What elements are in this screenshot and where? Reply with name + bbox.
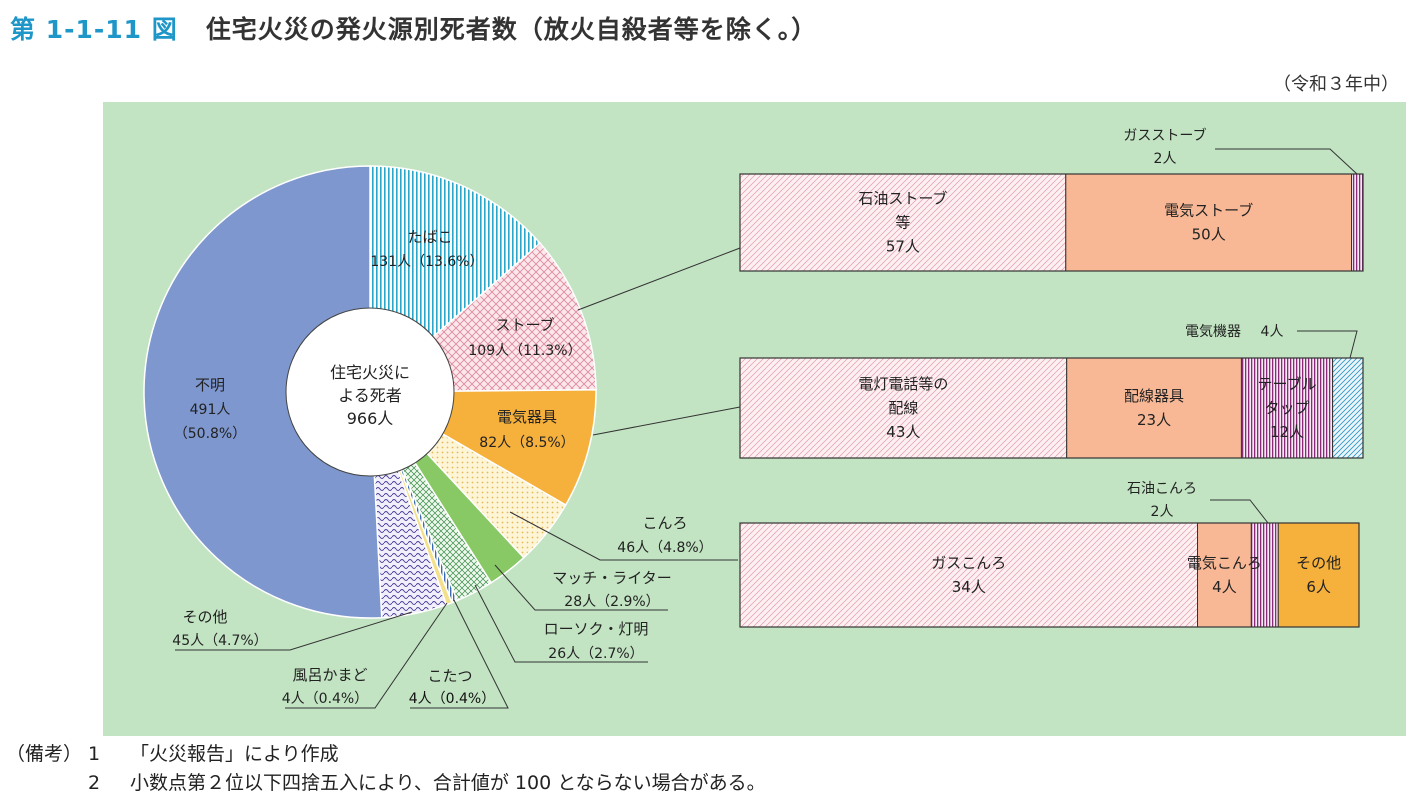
leader-small-segment — [1297, 330, 1358, 359]
leader-furo — [285, 602, 448, 709]
slice-label-electric: 電気器具 — [497, 408, 557, 426]
slice-label-candle: ローソク・灯明 — [544, 620, 649, 638]
pie-center-label: よる死者 — [338, 386, 402, 405]
bar-segment-value: 43人 — [886, 423, 920, 441]
leader-bar-0 — [577, 247, 741, 311]
bar-segment-label: 電気機器 — [1185, 324, 1241, 340]
bar-segment — [739, 357, 1068, 459]
slice-value-furo: 4人（0.4%） — [282, 691, 368, 707]
bar-segment-label: 配線器具 — [1124, 387, 1184, 405]
bar-segment — [1197, 522, 1252, 628]
slice-value-stove: 109人（11.3%） — [468, 343, 581, 359]
bar-outline — [739, 522, 1360, 628]
pie-slice-unknown — [143, 165, 383, 619]
note-text: 「火災報告」により作成 — [130, 743, 339, 765]
bar-segment — [739, 522, 1199, 628]
bar-segment-value: 12人 — [1270, 423, 1304, 441]
leader-kotatsu — [410, 599, 509, 709]
pie-center-hole — [285, 307, 455, 477]
slice-label-furo: 風呂かまど — [292, 666, 367, 684]
bar-segment-label: 等 — [895, 214, 910, 232]
bar-segment-value: 2人 — [1154, 151, 1177, 167]
bar-segment — [1332, 357, 1364, 459]
slice-value-unknown: 491人 — [190, 402, 231, 418]
bar-segment-value: 23人 — [1137, 411, 1171, 429]
bar-segment-label: 石油ストーブ — [858, 190, 947, 208]
leader-lines — [175, 148, 1358, 709]
bar-segment-value: 57人 — [886, 238, 920, 256]
period-label: （令和３年中） — [1273, 74, 1399, 95]
note-number: 1 — [88, 743, 101, 765]
bar-segment — [1250, 522, 1279, 628]
pie-center-label: 966人 — [347, 409, 394, 428]
bar-segment-label: 配線 — [888, 399, 918, 417]
bar-segment-label: 電灯電話等の — [858, 375, 948, 393]
slice-label-konro: こんろ — [642, 514, 687, 532]
bar-segment — [1066, 357, 1242, 459]
note-text: 小数点第２位以下四捨五入により、合計値が 100 とならない場合がある。 — [130, 772, 766, 794]
figure-title-row: 第 1-1-11 図住宅火災の発火源別死者数（放火自殺者等を除く。） — [10, 10, 817, 46]
slice-value-unknown-pct: （50.8%） — [174, 426, 246, 442]
bar-segment-value: 6人 — [1306, 578, 1331, 596]
notes: （備考）1 「火災報告」により作成 2 小数点第２位以下四捨五入により、合計値が 1… — [6, 740, 766, 798]
bar-segment — [1065, 173, 1353, 272]
note-1: （備考）1 「火災報告」により作成 — [6, 740, 766, 769]
note-2: 2 小数点第２位以下四捨五入により、合計値が 100 とならない場合がある。 — [6, 769, 766, 798]
leader-bar-1 — [592, 406, 741, 436]
bar-segment-label: タップ — [1265, 399, 1310, 417]
notes-prefix: （備考） — [6, 743, 83, 765]
slice-label-stove: ストーブ — [495, 316, 554, 334]
bar-segment-value: 2人 — [1151, 504, 1174, 520]
slice-value-electric: 82人（8.5%） — [479, 435, 574, 451]
pie-chart — [143, 165, 597, 619]
leader-other — [175, 611, 413, 651]
bar-outline — [739, 173, 1364, 272]
bar-segment-label: ガスこんろ — [931, 554, 1006, 572]
pie-center-label: 住宅火災に — [330, 363, 410, 382]
bar-segment-label: テーブル — [1257, 375, 1316, 393]
note-number: 2 — [88, 772, 101, 794]
slice-value-kotatsu: 4人（0.4%） — [409, 691, 495, 707]
leader-match — [494, 564, 668, 611]
bar-segment — [1351, 173, 1364, 272]
slice-value-match: 28人（2.9%） — [564, 594, 659, 610]
bar-segment-label: 石油こんろ — [1127, 481, 1197, 497]
bar-segment-label: ガスストーブ — [1123, 127, 1206, 144]
bar-segment-value: 34人 — [952, 578, 986, 596]
slice-label-other: その他 — [182, 608, 227, 626]
leader-small-segment — [1215, 148, 1358, 175]
slice-value-konro: 46人（4.8%） — [617, 540, 712, 556]
slice-value-candle: 26人（2.7%） — [548, 646, 643, 662]
figure-title: 住宅火災の発火源別死者数（放火自殺者等を除く。） — [205, 15, 818, 44]
slice-label-match: マッチ・ライター — [552, 569, 671, 587]
slice-label-unknown: 不明 — [195, 376, 225, 394]
slice-label-kotatsu: こたつ — [427, 667, 472, 685]
leader-candle — [474, 584, 648, 663]
bar-segment-value: 4人 — [1212, 578, 1237, 596]
bar-outline — [739, 357, 1364, 459]
bar-segment — [1240, 357, 1334, 459]
leader-konro — [509, 511, 738, 561]
bar-segment-label: その他 — [1296, 554, 1341, 572]
figure-number: 第 1-1-11 図 — [10, 15, 178, 44]
slice-value-tobacco: 131人（13.6%） — [370, 254, 483, 270]
slice-label-tobacco: たばこ — [407, 228, 452, 246]
slice-value-other: 45人（4.7%） — [172, 633, 267, 649]
bar-segment-value: 4人 — [1261, 324, 1284, 340]
bar-segment-label: 電気ストーブ — [1164, 202, 1253, 220]
leader-small-segment — [1210, 499, 1269, 524]
bar-segment — [1277, 522, 1360, 628]
stacked-bars — [739, 173, 1364, 628]
bar-segment-value: 50人 — [1192, 226, 1226, 244]
bar-segment-label: 電気こんろ — [1187, 554, 1262, 572]
